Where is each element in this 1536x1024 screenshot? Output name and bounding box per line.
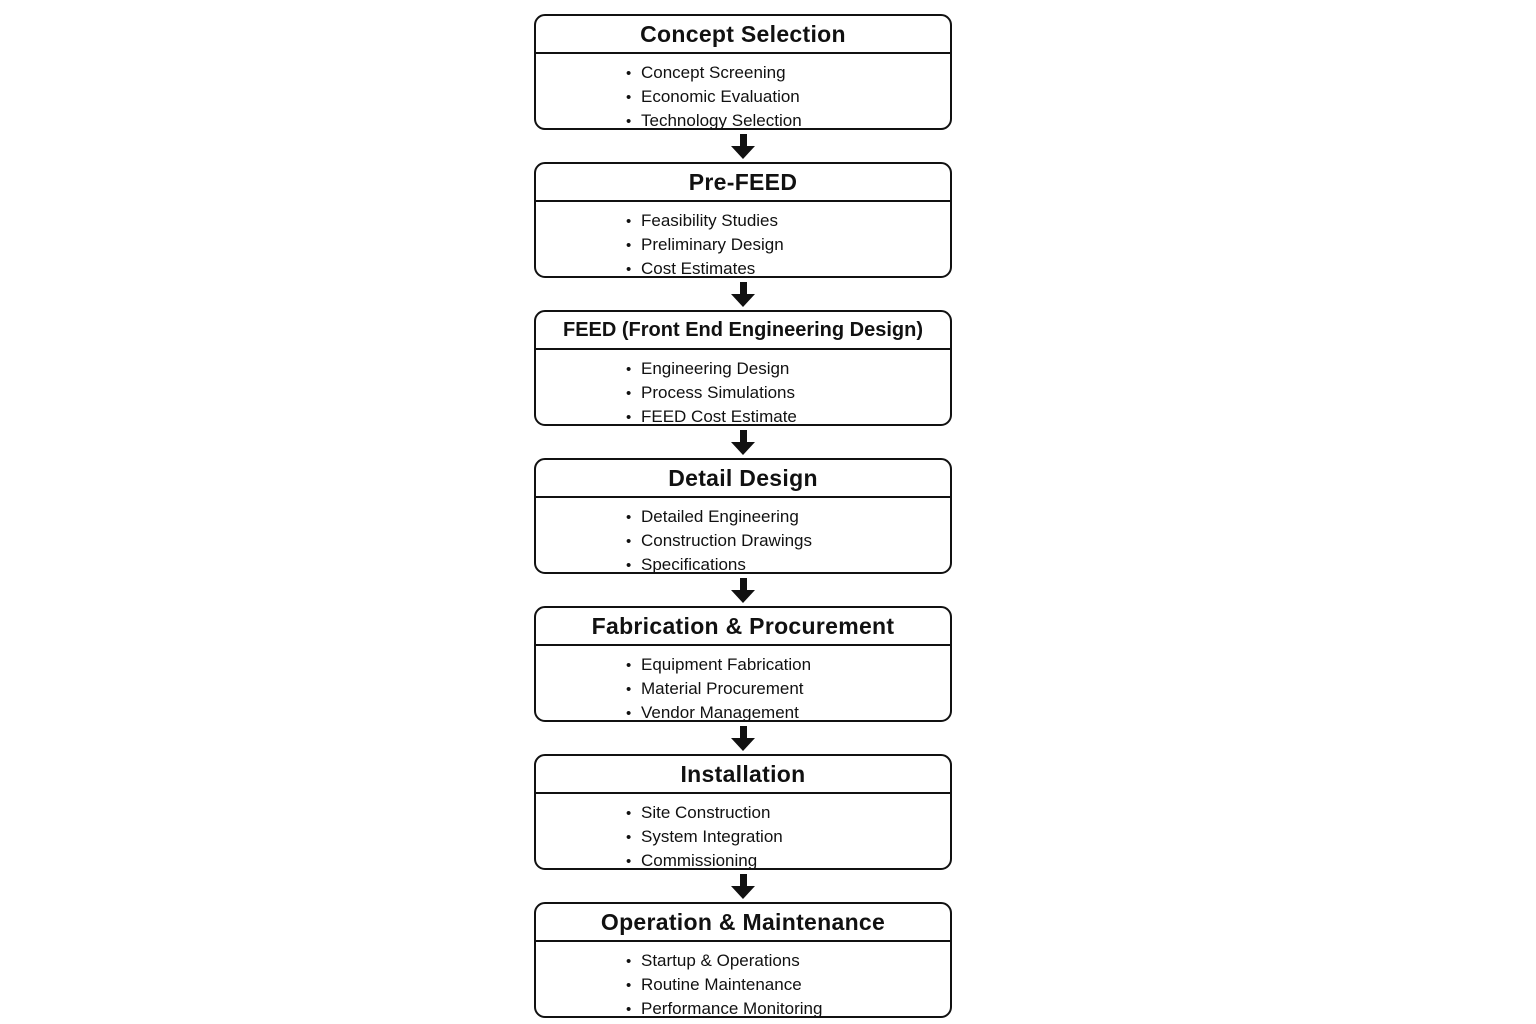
stage-item-list: Feasibility Studies Preliminary Design C… — [536, 202, 950, 276]
stage-item: Equipment Fabrication — [626, 653, 944, 677]
stage-box: Fabrication & Procurement Equipment Fabr… — [534, 606, 952, 722]
stage-box: Concept Selection Concept Screening Econ… — [534, 14, 952, 130]
stage-detail-design: Detail Design Detailed Engineering Const… — [534, 458, 952, 606]
stage-item-list: Site Construction System Integration Com… — [536, 794, 950, 868]
stage-item: Feasibility Studies — [626, 209, 944, 233]
down-arrow-icon — [534, 426, 952, 458]
stage-item: System Integration — [626, 825, 944, 849]
arrow-head — [731, 737, 755, 751]
down-arrow-icon — [534, 278, 952, 310]
stage-item: Construction Drawings — [626, 529, 944, 553]
arrow-stem — [739, 133, 747, 146]
arrow-stem — [739, 725, 747, 738]
stage-item: Concept Screening — [626, 61, 944, 85]
stage-item: Routine Maintenance — [626, 973, 944, 997]
down-arrow-icon — [534, 130, 952, 162]
stage-item-list: Detailed Engineering Construction Drawin… — [536, 498, 950, 572]
stage-item: Process Simulations — [626, 381, 944, 405]
arrow-head — [731, 589, 755, 603]
stage-fabrication-procurement: Fabrication & Procurement Equipment Fabr… — [534, 606, 952, 754]
arrow-head — [731, 441, 755, 455]
arrow-head — [731, 293, 755, 307]
arrow-stem — [739, 873, 747, 886]
arrow-head — [731, 885, 755, 899]
stage-item: Specifications — [626, 553, 944, 572]
arrow-head — [731, 145, 755, 159]
stage-item: Vendor Management — [626, 701, 944, 720]
stage-operation-maintenance: Operation & Maintenance Startup & Operat… — [534, 902, 952, 1018]
stage-title: Operation & Maintenance — [536, 904, 950, 942]
stage-item: Economic Evaluation — [626, 85, 944, 109]
down-arrow-icon — [534, 574, 952, 606]
stage-item: FEED Cost Estimate — [626, 405, 944, 424]
arrow-stem — [739, 281, 747, 294]
stage-title: FEED (Front End Engineering Design) — [536, 312, 950, 350]
stage-item: Cost Estimates — [626, 257, 944, 276]
stage-box: Detail Design Detailed Engineering Const… — [534, 458, 952, 574]
stage-box: Operation & Maintenance Startup & Operat… — [534, 902, 952, 1018]
stage-box: Pre-FEED Feasibility Studies Preliminary… — [534, 162, 952, 278]
stage-item: Site Construction — [626, 801, 944, 825]
down-arrow-icon — [534, 870, 952, 902]
stage-installation: Installation Site Construction System In… — [534, 754, 952, 902]
stage-item: Preliminary Design — [626, 233, 944, 257]
stage-item: Material Procurement — [626, 677, 944, 701]
down-arrow-icon — [534, 722, 952, 754]
stage-item: Technology Selection — [626, 109, 944, 128]
stage-item: Startup & Operations — [626, 949, 944, 973]
stage-box: FEED (Front End Engineering Design) Engi… — [534, 310, 952, 426]
stage-concept-selection: Concept Selection Concept Screening Econ… — [534, 14, 952, 162]
stage-box: Installation Site Construction System In… — [534, 754, 952, 870]
arrow-stem — [739, 577, 747, 590]
stage-title: Detail Design — [536, 460, 950, 498]
stage-title: Concept Selection — [536, 16, 950, 54]
stage-title: Fabrication & Procurement — [536, 608, 950, 646]
stage-item: Commissioning — [626, 849, 944, 868]
stage-item: Engineering Design — [626, 357, 944, 381]
arrow-stem — [739, 429, 747, 442]
stage-feed: FEED (Front End Engineering Design) Engi… — [534, 310, 952, 458]
stage-title: Pre-FEED — [536, 164, 950, 202]
stage-pre-feed: Pre-FEED Feasibility Studies Preliminary… — [534, 162, 952, 310]
stage-item-list: Concept Screening Economic Evaluation Te… — [536, 54, 950, 128]
stage-item-list: Engineering Design Process Simulations F… — [536, 350, 950, 424]
stage-item: Detailed Engineering — [626, 505, 944, 529]
stage-item-list: Startup & Operations Routine Maintenance… — [536, 942, 950, 1016]
project-phases-flowchart: Concept Selection Concept Screening Econ… — [534, 14, 952, 1018]
stage-title: Installation — [536, 756, 950, 794]
stage-item-list: Equipment Fabrication Material Procureme… — [536, 646, 950, 720]
stage-item: Performance Monitoring — [626, 997, 944, 1016]
